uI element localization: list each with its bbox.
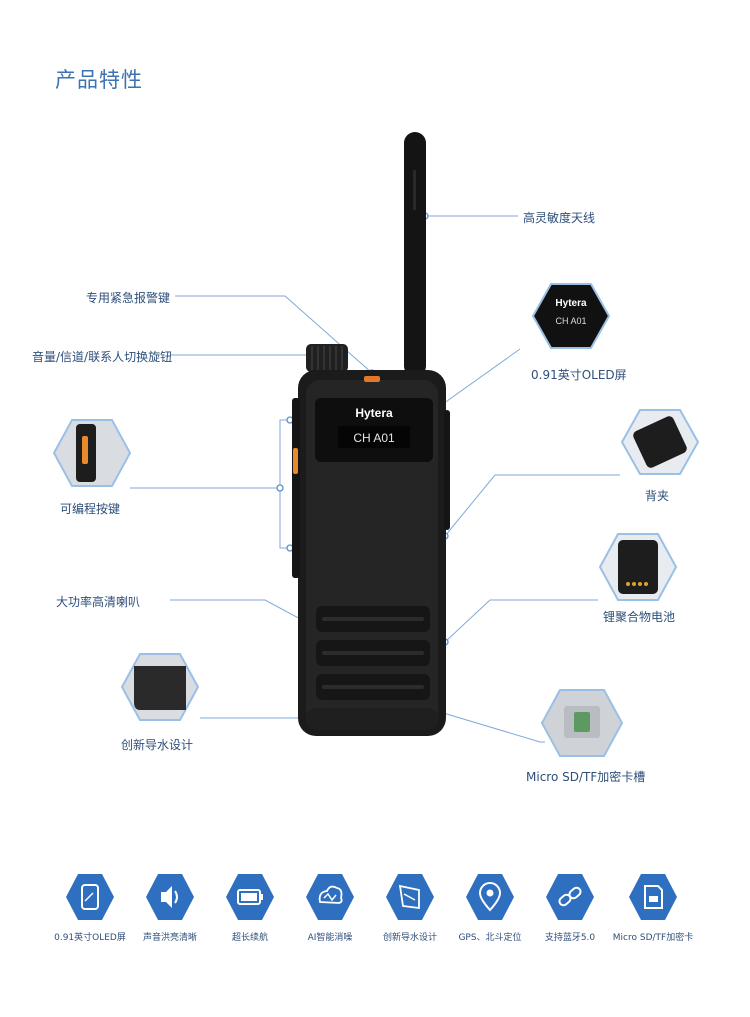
callout-emergency-key: 专用紧急报警键 [86,291,171,305]
callout-prog-keys: 可编程按键 [60,502,121,516]
bluetooth-link-icon [546,874,594,920]
emergency-key [364,376,380,382]
feature-item: 支持蓝牙5.0 [525,872,615,943]
speaker-icon [146,874,194,920]
programmable-key [293,448,298,474]
feature-icon-row: 0.91英寸OLED屏 声音洪亮清晰 超长续航 AI智能消噪 [0,872,750,952]
page-title: 产品特性 [55,68,143,92]
callout-belt-clip: 背夹 [645,489,670,503]
oled-detail-thumb: Hytera CH A01 [531,283,611,349]
battery-detail-thumb [598,533,678,601]
feature-item: AI智能消噪 [285,872,375,943]
antenna [404,132,426,377]
callout-speaker: 大功率高清喇叭 [56,595,141,609]
side-key-detail-thumb [52,419,132,487]
knob [306,344,348,372]
battery-icon [226,874,274,920]
svg-text:CH A01: CH A01 [555,316,586,326]
drainage-detail-thumb [120,653,200,721]
sd-card-icon [629,874,677,920]
callout-knob: 音量/信道/联系人切换旋钮 [32,350,173,364]
ai-noise-icon [306,874,354,920]
device-brand: Hytera [355,406,393,420]
svg-text:Hytera: Hytera [555,298,587,309]
belt-clip-detail-thumb [620,409,700,475]
location-pin-icon [466,874,514,920]
callout-drainage: 创新导水设计 [121,738,194,752]
feature-item: GPS、北斗定位 [445,872,535,943]
water-drain-icon [386,874,434,920]
callout-sd-slot: Micro SD/TF加密卡槽 [526,770,646,784]
feature-item: 创新导水设计 [365,872,455,943]
feature-item: 超长续航 [205,872,295,943]
feature-item: Micro SD/TF加密卡 [608,872,698,943]
feature-item: 声音洪亮清晰 [125,872,215,943]
feature-item: 0.91英寸OLED屏 [45,872,135,943]
device-oled [338,426,410,448]
sd-slot-detail-thumb [540,689,624,757]
callout-battery: 锂聚合物电池 [603,610,676,624]
callout-oled: 0.91英寸OLED屏 [531,368,627,382]
callout-antenna: 高灵敏度天线 [523,211,596,225]
device-screen-text: CH A01 [353,431,395,445]
screen-icon [66,874,114,920]
